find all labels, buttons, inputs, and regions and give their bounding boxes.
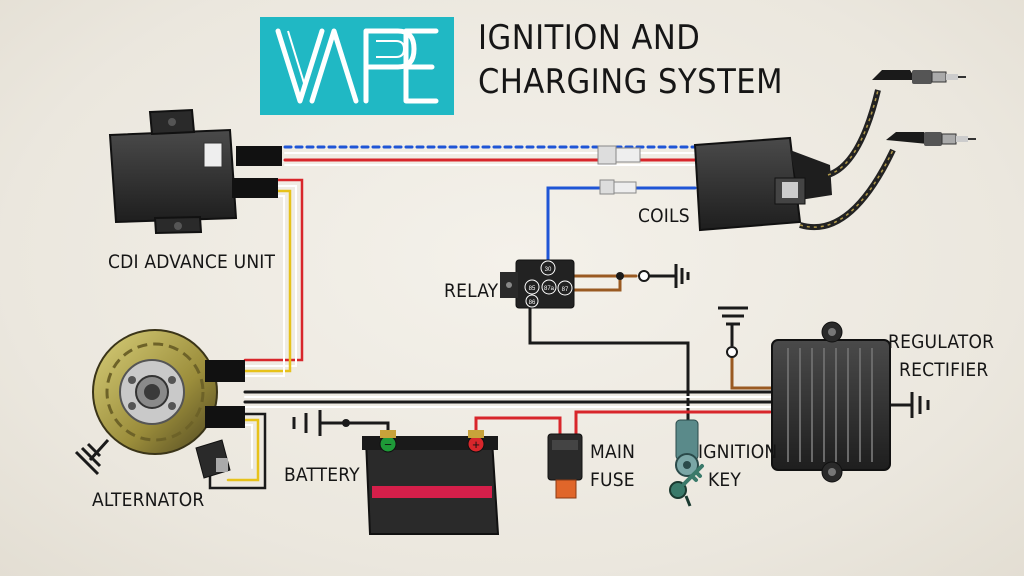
label-alternator: ALTERNATOR bbox=[92, 489, 205, 511]
relay-pin-86: 86 bbox=[529, 300, 536, 306]
spark-plug-icon bbox=[886, 132, 976, 146]
wire-battery-positive-red bbox=[474, 416, 562, 436]
regulator-rectifier bbox=[771, 321, 891, 483]
ground-symbol bbox=[616, 264, 690, 288]
label-regulator: REGULATOR bbox=[888, 331, 995, 353]
relay-pin-87: 87 bbox=[562, 287, 569, 293]
ground-symbol bbox=[74, 438, 110, 476]
alternator bbox=[92, 329, 245, 479]
cdi-unit bbox=[108, 108, 282, 235]
label-key: KEY bbox=[708, 469, 742, 491]
title-line-1: IGNITION AND bbox=[478, 18, 701, 58]
ground-symbol bbox=[292, 410, 350, 436]
title-line-2: CHARGING SYSTEM bbox=[478, 62, 783, 102]
wire-connector bbox=[597, 145, 641, 165]
label-fuse: FUSE bbox=[590, 469, 635, 491]
wire-pickup bbox=[208, 412, 267, 490]
battery-positive-terminal: + bbox=[472, 437, 480, 452]
wires bbox=[208, 145, 914, 490]
ground-symbol bbox=[910, 392, 930, 418]
label-rectifier: RECTIFIER bbox=[899, 359, 989, 381]
battery: − + bbox=[362, 430, 500, 535]
wire-main-harness bbox=[243, 390, 782, 408]
vape-logo-mark bbox=[275, 28, 439, 104]
label-battery: BATTERY bbox=[284, 464, 360, 486]
relay: 30 87a 87 85 86 bbox=[500, 259, 575, 309]
relay-pin-85: 85 bbox=[529, 286, 536, 292]
wire-fuse-to-regulator-red bbox=[574, 410, 772, 436]
wire-relay-to-key-black bbox=[528, 302, 690, 422]
wire-relay-to-coils-blue bbox=[546, 186, 697, 270]
label-relay: RELAY bbox=[444, 280, 499, 302]
diagram-title: IGNITION AND CHARGING SYSTEM bbox=[478, 16, 783, 104]
wire-cdi-to-alternator bbox=[243, 178, 304, 377]
label-ignition: IGNITION bbox=[698, 441, 778, 463]
wire-battery-negative bbox=[318, 421, 390, 434]
wire-connector bbox=[599, 179, 637, 195]
vape-logo bbox=[260, 17, 454, 115]
relay-pin-87a: 87a bbox=[544, 286, 555, 292]
label-main: MAIN bbox=[590, 441, 636, 463]
ignition-coils bbox=[693, 89, 896, 232]
ignition-key bbox=[675, 419, 699, 477]
ground-symbol bbox=[718, 306, 748, 358]
label-coils: COILS bbox=[638, 205, 690, 227]
fuse-holder-icon bbox=[547, 433, 583, 499]
wire-relay-87-brown bbox=[570, 274, 622, 292]
battery-negative-terminal: − bbox=[384, 437, 392, 452]
label-cdi-advance-unit: CDI ADVANCE UNIT bbox=[108, 251, 276, 273]
spark-plug-icon bbox=[872, 70, 966, 84]
wire-regulator-ground-brown bbox=[730, 350, 777, 390]
relay-pin-30: 30 bbox=[545, 267, 552, 273]
key-icon bbox=[669, 464, 704, 507]
